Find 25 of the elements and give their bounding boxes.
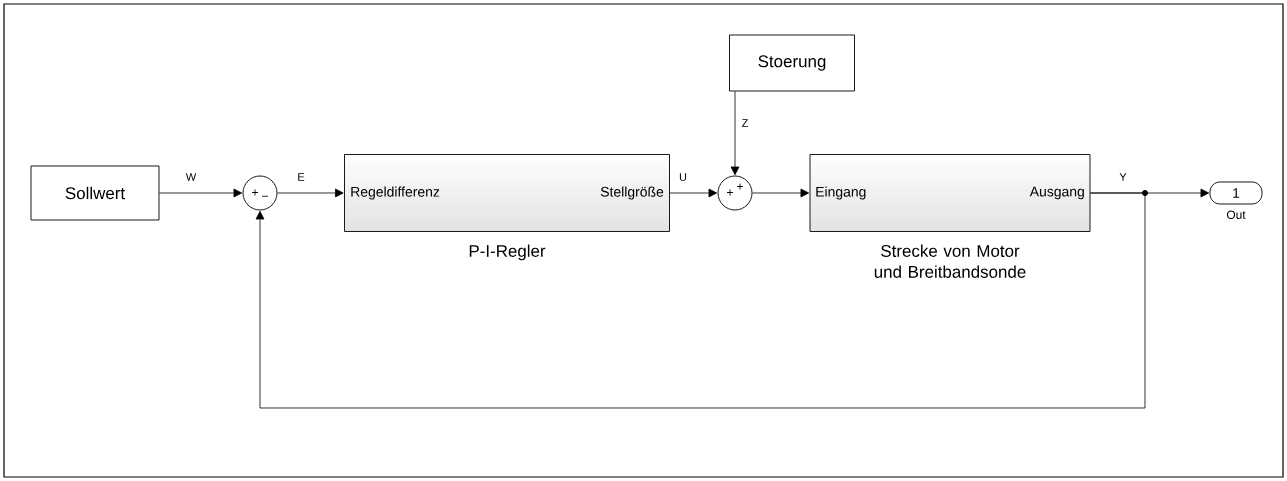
signal-arrow <box>669 188 718 198</box>
signal-arrow <box>159 188 243 198</box>
signal-label: U <box>678 172 688 182</box>
source-block: Sollwert <box>30 165 160 221</box>
node-label: Ausgang <box>1029 186 1084 200</box>
node-label: Eingang <box>816 186 866 200</box>
signal-arrow <box>730 91 740 176</box>
sum-junction: + + <box>717 175 753 211</box>
signal-arrow <box>752 188 810 198</box>
source-block: Stoerung <box>729 34 855 92</box>
port-label: Out <box>1226 210 1246 219</box>
signal-label: Y <box>1118 172 1128 182</box>
signal-arrow <box>277 188 344 198</box>
signal-label: E <box>296 172 306 182</box>
node-label: Regeldifferenz <box>351 186 440 200</box>
subsystem-block: Eingang Ausgang <box>809 154 1091 232</box>
sum-junction: + − <box>242 175 278 211</box>
subsystem-block: Regeldifferenz Stellgröße <box>344 154 670 232</box>
node-label: Stellgröße <box>600 186 664 200</box>
signal-label: W <box>184 172 198 182</box>
output-port: 1 <box>1209 181 1263 205</box>
block-caption: P-I-Regler <box>469 244 546 261</box>
signal-label: Z <box>740 118 750 128</box>
block-caption: Strecke von Motor und Breitbandsonde <box>874 244 1026 278</box>
signal-arrow <box>255 192 1146 409</box>
